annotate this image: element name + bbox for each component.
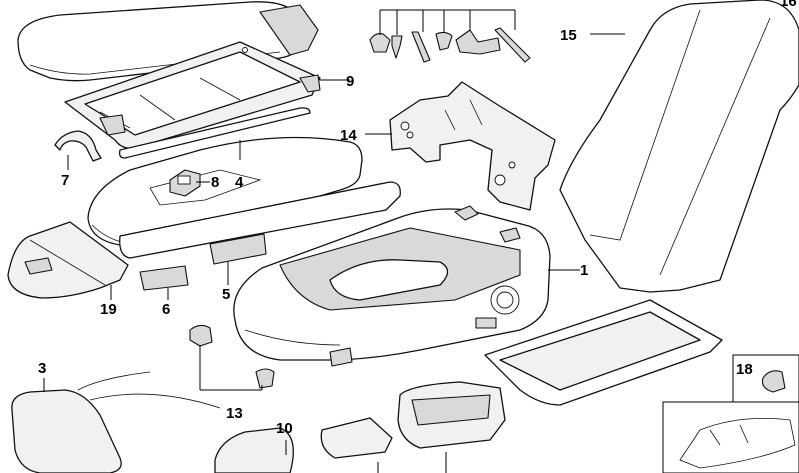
label-6: 6 bbox=[162, 301, 170, 318]
label-8: 8 bbox=[211, 174, 219, 191]
plug-18[interactable] bbox=[732, 354, 799, 403]
label-19: 19 bbox=[100, 301, 117, 318]
lid-frame[interactable] bbox=[64, 41, 321, 149]
side-panel[interactable] bbox=[559, 0, 799, 293]
cup-insert[interactable] bbox=[320, 417, 393, 459]
pad-6[interactable] bbox=[139, 265, 189, 291]
switch-insert[interactable] bbox=[169, 169, 201, 197]
label-3: 3 bbox=[38, 360, 46, 377]
clip-upper[interactable] bbox=[189, 324, 213, 347]
center-console[interactable] bbox=[233, 205, 551, 367]
rear-cover[interactable] bbox=[7, 221, 129, 299]
storage-tray[interactable] bbox=[484, 299, 723, 406]
label-16: 16 bbox=[780, 0, 797, 10]
label-10: 10 bbox=[276, 420, 293, 437]
side-trim[interactable] bbox=[119, 181, 401, 259]
leader-lines bbox=[43, 9, 625, 473]
label-7: 7 bbox=[61, 172, 69, 189]
label-1: 1 bbox=[580, 262, 588, 279]
label-5: 5 bbox=[222, 286, 230, 303]
armrest-pad-3[interactable] bbox=[11, 371, 221, 473]
pad-5[interactable] bbox=[209, 233, 267, 265]
trim-10[interactable] bbox=[214, 427, 294, 473]
label-15: 15 bbox=[560, 27, 577, 44]
clip-lower[interactable] bbox=[255, 368, 275, 389]
ashtray-insert[interactable] bbox=[397, 381, 506, 449]
label-13: 13 bbox=[226, 405, 243, 422]
label-14: 14 bbox=[340, 127, 357, 144]
fastener-set[interactable] bbox=[369, 27, 531, 63]
hinge-bracket[interactable] bbox=[54, 130, 102, 162]
mounting-bracket[interactable] bbox=[389, 81, 556, 211]
label-9: 9 bbox=[346, 73, 354, 90]
label-18: 18 bbox=[736, 361, 753, 378]
vehicle-thumbnail bbox=[662, 401, 799, 473]
label-4: 4 bbox=[235, 174, 244, 191]
trim-strip[interactable] bbox=[118, 107, 311, 159]
